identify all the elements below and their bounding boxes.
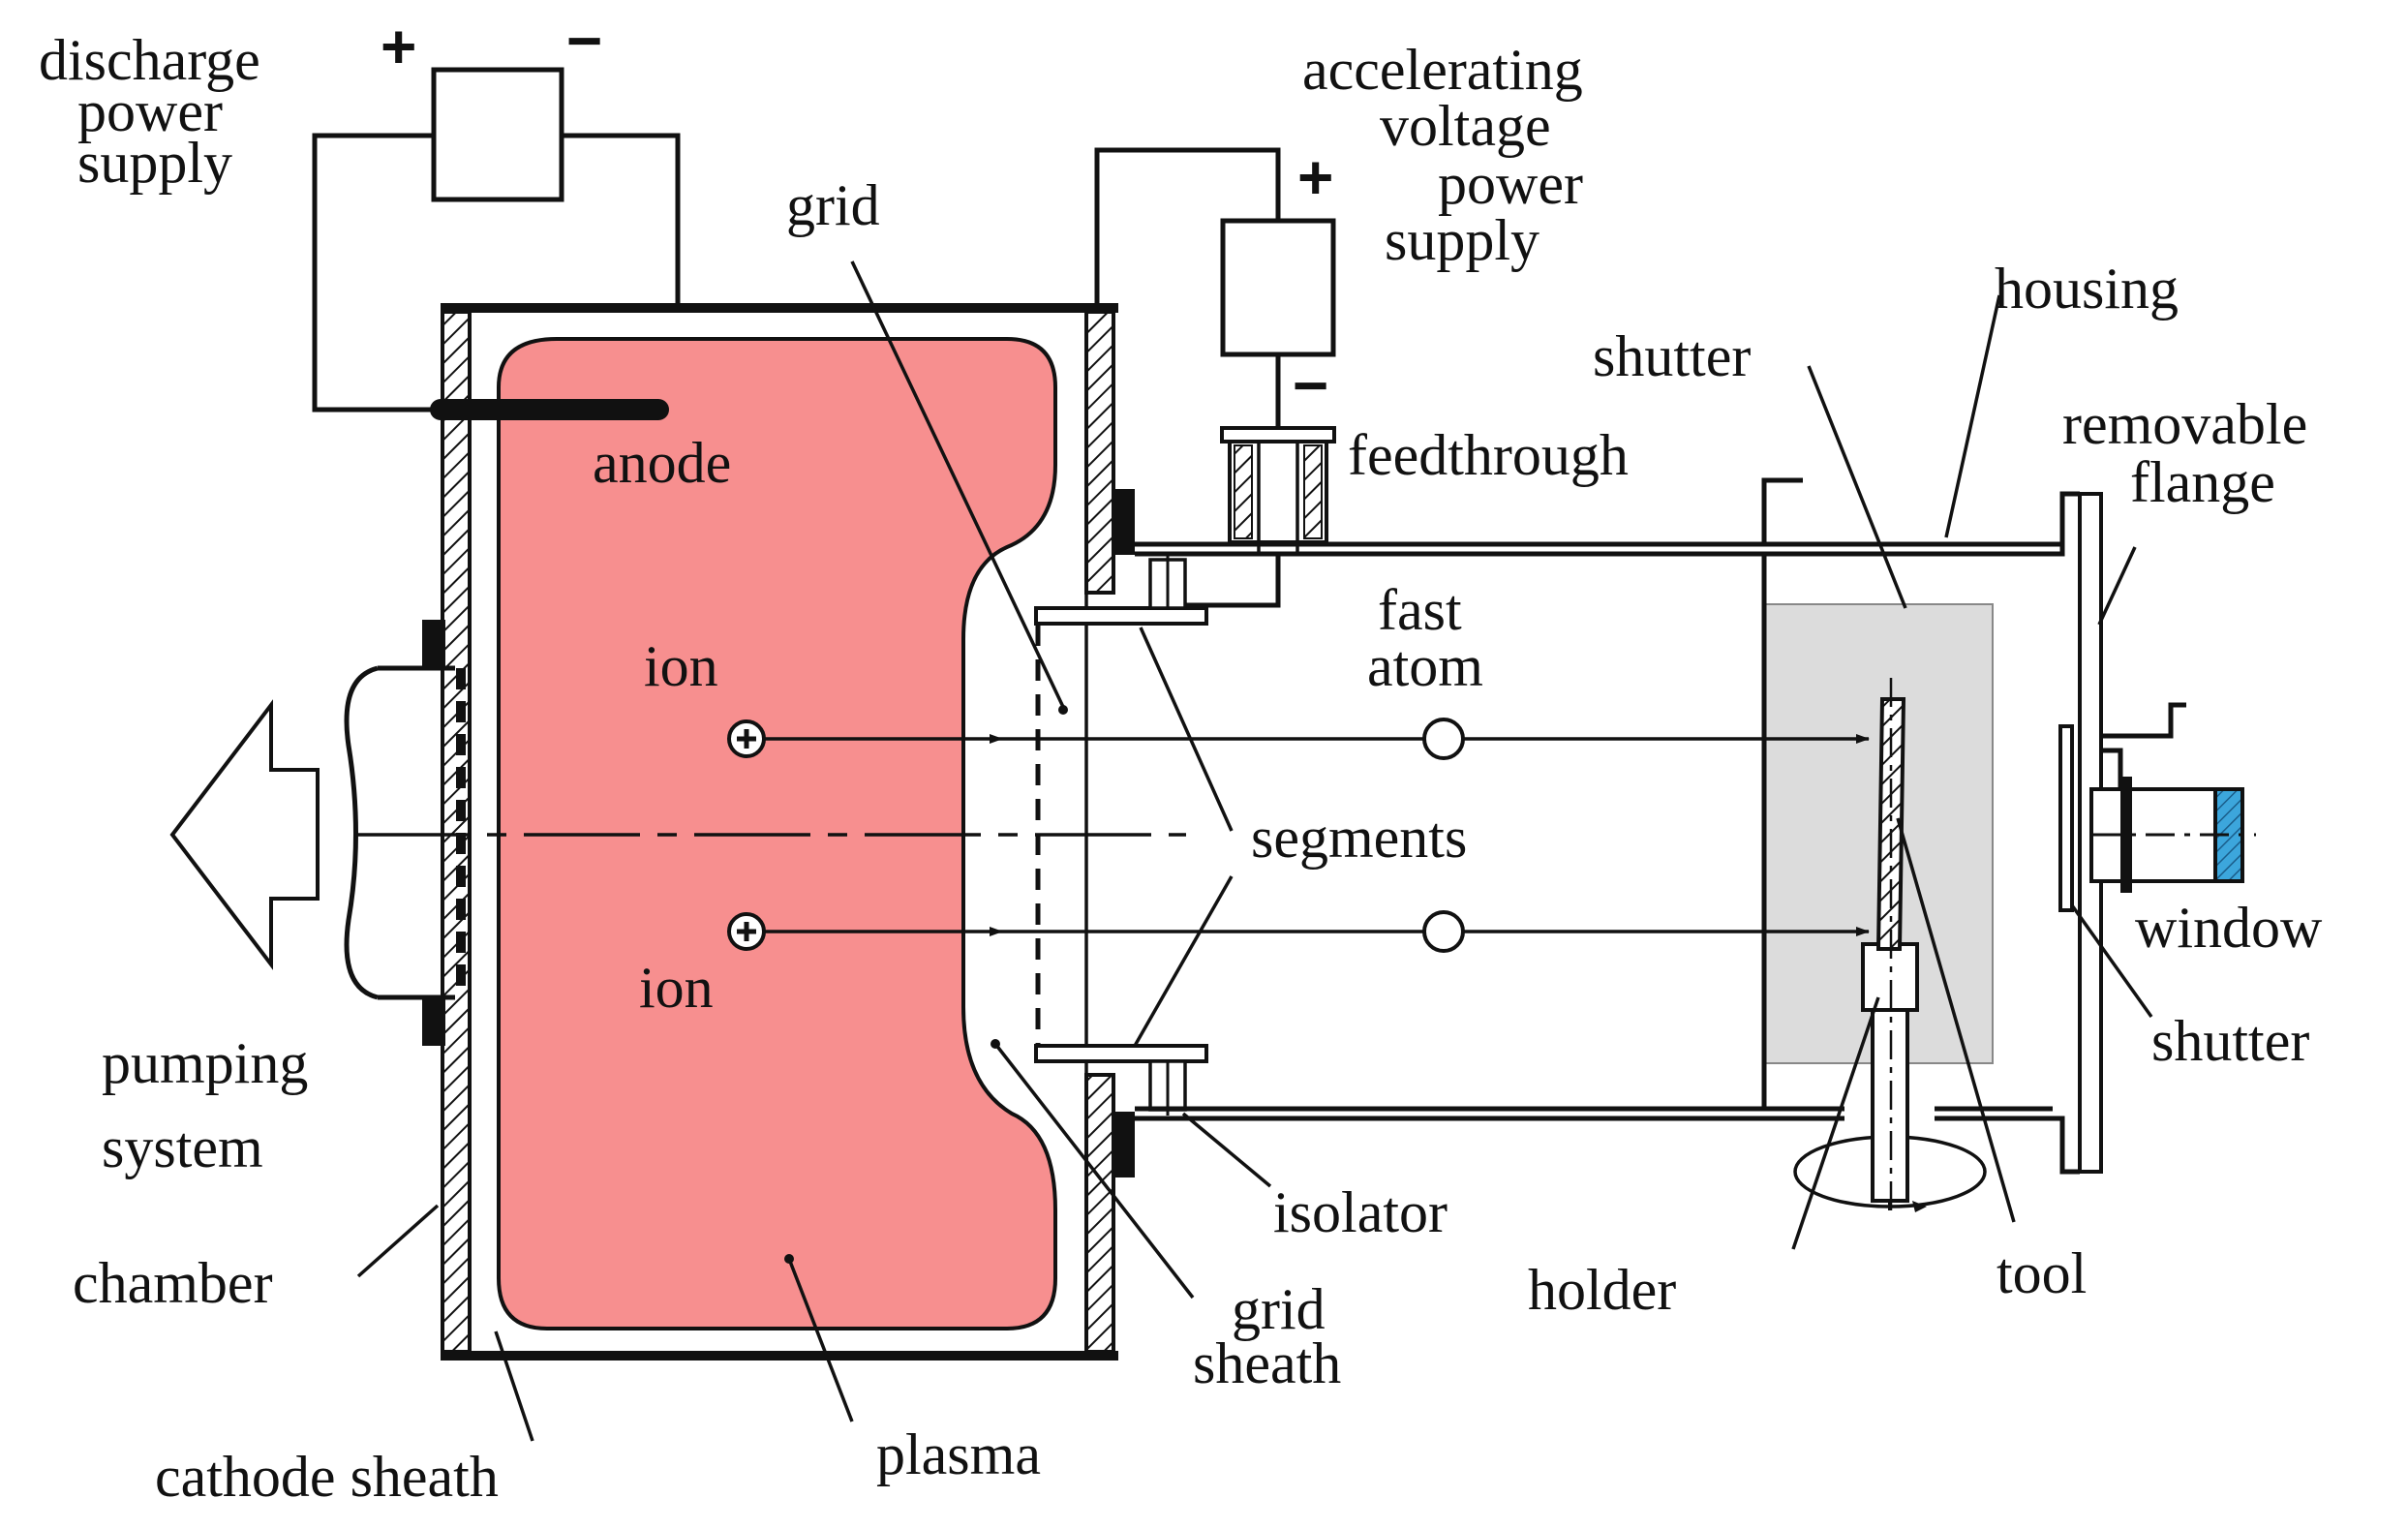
label-flange: flange [2130, 450, 2275, 514]
label-accelerating-3: power [1438, 152, 1583, 216]
discharge-circuit [312, 67, 681, 413]
label-cathode-sheath: cathode sheath [155, 1445, 499, 1509]
tool [1875, 697, 1906, 951]
label-accelerating-1: accelerating [1302, 38, 1583, 102]
chamber-right-wall-upper [1084, 310, 1115, 595]
label-plasma: plasma [876, 1422, 1041, 1486]
label-grid-sheath-1: grid [1232, 1277, 1326, 1341]
label-accelerating-2: voltage [1380, 94, 1551, 158]
removable-flange [2058, 492, 2256, 1174]
chamber-left-wall [441, 310, 472, 1354]
label-discharge-3: supply [77, 131, 232, 195]
pumping-arrow [169, 699, 320, 970]
segments [1034, 552, 1208, 1116]
label-feedthrough: feedthrough [1348, 423, 1629, 487]
label-accelerating-4: supply [1385, 208, 1539, 272]
label-segments: segments [1251, 806, 1467, 870]
label-chamber: chamber [73, 1251, 273, 1315]
label-pumping: pumping [102, 1031, 308, 1095]
label-grid-sheath-2: sheath [1193, 1331, 1341, 1395]
label-housing: housing [1995, 257, 2179, 321]
chamber-right-wall-lower [1084, 1073, 1115, 1354]
label-removable: removable [2062, 392, 2307, 456]
label-atom: atom [1367, 634, 1483, 698]
leader-lines [356, 260, 2153, 1442]
beam-paths [727, 718, 1870, 953]
pumping-system [169, 665, 455, 1000]
label-tool: tool [1997, 1241, 2087, 1305]
housing [1135, 477, 2080, 1175]
accel-minus: − [1293, 351, 1328, 420]
label-shutter-top: shutter [1593, 324, 1751, 388]
feedthrough [1220, 426, 1336, 554]
accel-plus: + [1297, 142, 1333, 212]
labels: discharge power supply + − accelerating … [39, 6, 2323, 1509]
label-discharge-1: discharge [39, 28, 260, 92]
chamber [422, 303, 1135, 1361]
accelerating-power-supply-box [1220, 218, 1336, 357]
discharge-minus: − [566, 6, 602, 76]
shutter-right-plate [2058, 724, 2074, 912]
discharge-plus: + [381, 12, 416, 81]
label-shutter-right: shutter [2151, 1009, 2309, 1073]
label-ion-bottom: ion [639, 956, 714, 1020]
holder-tool [1793, 678, 1987, 1212]
accelerating-circuit [1094, 147, 1336, 608]
label-ion-top: ion [644, 634, 718, 698]
fast-atom-top-marker [1422, 718, 1465, 760]
label-isolator: isolator [1273, 1180, 1448, 1244]
label-discharge-2: power [77, 79, 223, 143]
label-system: system [102, 1116, 263, 1179]
label-grid: grid [786, 173, 880, 237]
label-holder: holder [1528, 1258, 1676, 1322]
fast-atom-bottom-marker [1422, 910, 1465, 953]
label-window: window [2135, 896, 2323, 960]
label-fast: fast [1378, 578, 1462, 642]
label-anode: anode [593, 431, 731, 495]
discharge-power-supply-box [431, 67, 564, 202]
